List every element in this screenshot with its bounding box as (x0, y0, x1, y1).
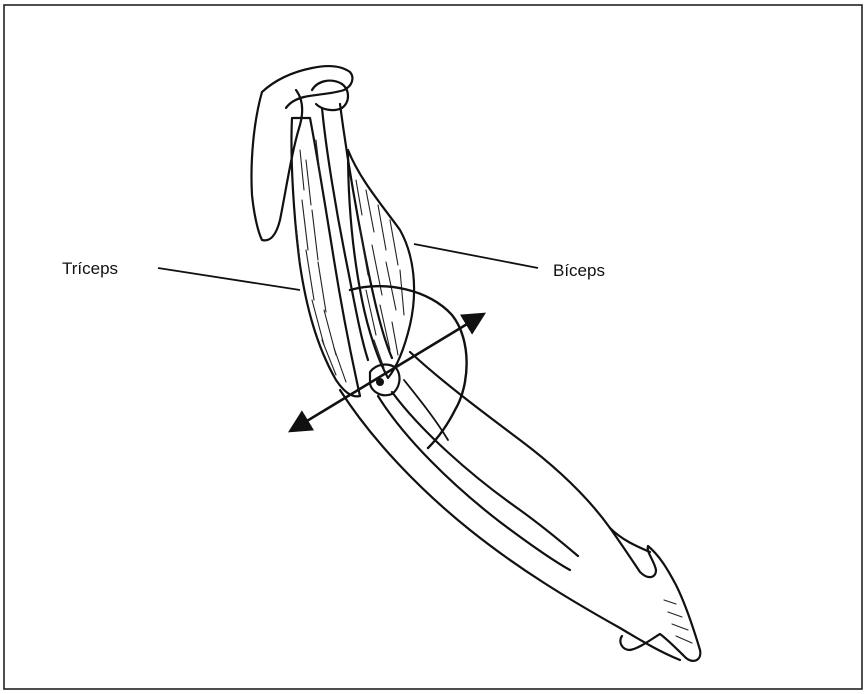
biceps-leader-line (414, 244, 538, 268)
triceps-muscle (291, 118, 360, 396)
triceps-label: Tríceps (62, 259, 118, 278)
biceps-label: Bíceps (553, 261, 605, 280)
acromion-outline (262, 66, 352, 108)
radius-bone (392, 392, 578, 556)
figure-frame (4, 5, 862, 689)
rotation-arc (350, 286, 467, 448)
forearm-outline-bottom (340, 390, 680, 660)
ulna-bone (378, 396, 570, 570)
finger-stripes (664, 600, 692, 643)
biceps-muscle (348, 150, 414, 378)
triceps-leader-line (158, 268, 300, 290)
